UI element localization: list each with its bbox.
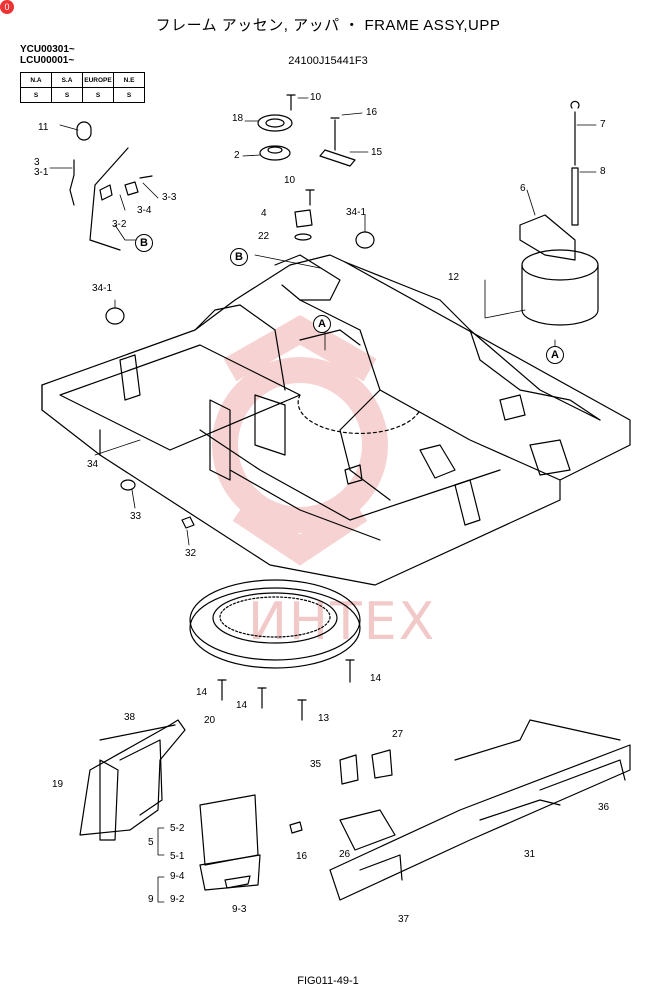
callout-36: 36 xyxy=(598,802,610,813)
callout-9-3: 9-3 xyxy=(232,904,247,915)
callout-3-3: 3-3 xyxy=(162,192,177,203)
callout-34-1a: 34-1 xyxy=(346,207,367,218)
callout-26: 26 xyxy=(339,849,351,860)
side-brackets xyxy=(79,719,303,891)
serial-line-1: YCU00301~ xyxy=(20,44,75,55)
upper-frame xyxy=(41,254,631,586)
callout-7: 7 xyxy=(600,119,606,130)
callout-16: 16 xyxy=(366,107,378,118)
spec-value-cell: S xyxy=(113,87,145,103)
callout-14a: 14 xyxy=(196,687,208,698)
callout-19: 19 xyxy=(52,779,64,790)
ref-badge-a: A xyxy=(546,346,564,364)
swing-motor xyxy=(519,214,599,326)
spec-table: N.A S.A EUROPE N.E S S S S xyxy=(20,72,145,103)
callout-3-4: 3-4 xyxy=(137,205,152,216)
ref-badge-b: B xyxy=(135,234,153,252)
callout-35: 35 xyxy=(310,759,322,770)
bracket-lines xyxy=(157,827,165,903)
callout-16b: 16 xyxy=(296,851,308,862)
callout-10b: 10 xyxy=(284,175,296,186)
corner-badge-icon: 0 xyxy=(0,0,14,14)
callout-34-1b: 34-1 xyxy=(92,283,113,294)
callout-3-1: 3-1 xyxy=(34,167,49,178)
callout-15: 15 xyxy=(371,147,383,158)
leader-lines xyxy=(49,97,597,546)
callout-32: 32 xyxy=(185,548,197,559)
serial-range: YCU00301~ LCU00001~ xyxy=(20,44,75,66)
callout-6: 6 xyxy=(520,183,526,194)
callout-20: 20 xyxy=(204,715,216,726)
callout-33: 33 xyxy=(130,511,142,522)
callout-3-2: 3-2 xyxy=(112,219,127,230)
top-parts xyxy=(257,94,356,241)
callout-3: 3 xyxy=(34,157,40,168)
callout-18: 18 xyxy=(232,113,244,124)
spec-value-cell: S xyxy=(20,87,52,103)
callout-11: 11 xyxy=(38,122,49,133)
figure-title: フレーム アッセン, アッパ ・ FRAME ASSY,UPP xyxy=(155,17,501,34)
callout-2: 2 xyxy=(234,150,240,161)
callout-5: 5 xyxy=(148,837,154,848)
watermark-text: ИНТЕХ xyxy=(248,592,437,652)
callout-38: 38 xyxy=(124,712,136,723)
part-number: 24100J15441F3 xyxy=(288,55,368,67)
bolts xyxy=(217,659,355,721)
callout-9: 9 xyxy=(148,894,154,905)
callout-5-1: 5-1 xyxy=(170,851,185,862)
callout-34: 34 xyxy=(87,459,99,470)
callout-13: 13 xyxy=(318,713,330,724)
callout-22: 22 xyxy=(258,231,270,242)
callout-37: 37 xyxy=(398,914,410,925)
callout-9-4: 9-4 xyxy=(170,871,185,882)
callout-31: 31 xyxy=(524,849,536,860)
left-parts xyxy=(69,121,153,251)
ref-badge-a: A xyxy=(313,315,331,333)
callout-10: 10 xyxy=(310,92,322,103)
serial-line-2: LCU00001~ xyxy=(20,55,75,66)
swing-bearing xyxy=(189,579,361,669)
callout-8: 8 xyxy=(600,166,606,177)
dipstick xyxy=(570,100,580,226)
callout-14b: 14 xyxy=(236,700,248,711)
callout-12: 12 xyxy=(448,272,460,283)
ref-badge-b: B xyxy=(230,248,248,266)
callout-9-2: 9-2 xyxy=(170,894,185,905)
under-covers xyxy=(329,719,631,901)
figure-reference: FIG011-49-1 xyxy=(297,975,359,987)
callout-5-2: 5-2 xyxy=(170,823,185,834)
callout-27: 27 xyxy=(392,729,404,740)
spec-value-row: S S S S xyxy=(20,87,145,103)
callout-4: 4 xyxy=(261,208,267,219)
callout-14c: 14 xyxy=(370,673,382,684)
